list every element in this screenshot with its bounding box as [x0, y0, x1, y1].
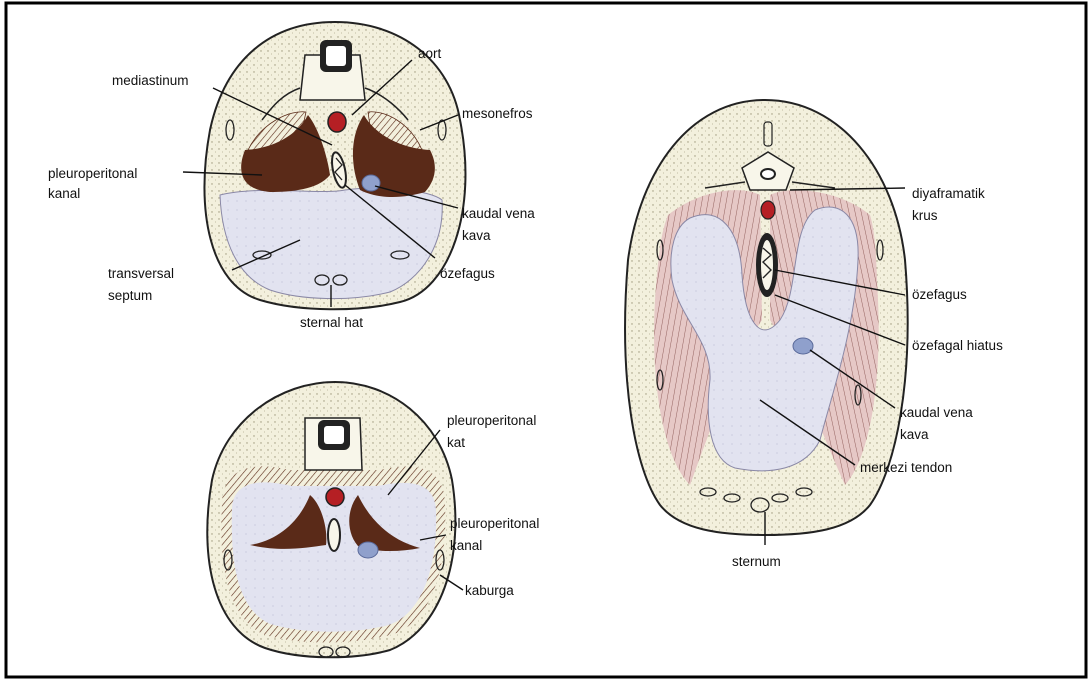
- label-ozefagus-1: özefagus: [440, 266, 495, 281]
- label-kanal-1: kanal: [48, 186, 80, 201]
- label-aort: aort: [418, 46, 442, 61]
- vena-cava-2: [358, 542, 378, 558]
- label-kaudal-vena-1: kaudal vena: [462, 206, 535, 221]
- label-diyaframatik: diyaframatik: [912, 186, 985, 201]
- label-septum: septum: [108, 288, 152, 303]
- label-pleuroperitonal-kanal-2: kanal: [450, 538, 482, 553]
- diagram-middle-stage: pleuroperitonal kat pleuroperitonal kana…: [207, 382, 539, 657]
- label-kaudal-vena-3: kaudal vena: [900, 405, 973, 420]
- label-pleuroperitonal-kat-1: pleuroperitonal: [447, 413, 536, 428]
- vena-cava-1: [362, 175, 380, 191]
- label-kava-3: kava: [900, 427, 929, 442]
- vena-cava-3: [793, 338, 813, 354]
- aorta-3: [761, 201, 775, 219]
- label-merkezi-tendon: merkezi tendon: [860, 460, 952, 475]
- label-pleuroperitonal-kanal-1: pleuroperitonal: [450, 516, 539, 531]
- diagram-early-stage: aort mediastinum mesonefros pleuroperito…: [48, 22, 535, 330]
- label-transversal: transversal: [108, 266, 174, 281]
- esophagus-2: [328, 519, 340, 551]
- label-krus: krus: [912, 208, 938, 223]
- vertebra-2: [305, 418, 362, 470]
- label-ozefagal-hiatus: özefagal hiatus: [912, 338, 1003, 353]
- aorta-1: [328, 112, 346, 132]
- aorta-2: [326, 488, 344, 506]
- label-pleuroperitonal-kat-2: kat: [447, 435, 465, 450]
- label-pleuroperitonal-1: pleuroperitonal: [48, 166, 137, 181]
- label-sternal-hat: sternal hat: [300, 315, 363, 330]
- label-sternum: sternum: [732, 554, 781, 569]
- diagram-late-stage: diyaframatik krus özefagus özefagal hiat…: [625, 100, 1003, 569]
- label-mediastinum: mediastinum: [112, 73, 189, 88]
- label-mesonefros: mesonefros: [462, 106, 533, 121]
- label-ozefagus-3: özefagus: [912, 287, 967, 302]
- label-kava-1: kava: [462, 228, 491, 243]
- label-kaburga: kaburga: [465, 583, 514, 598]
